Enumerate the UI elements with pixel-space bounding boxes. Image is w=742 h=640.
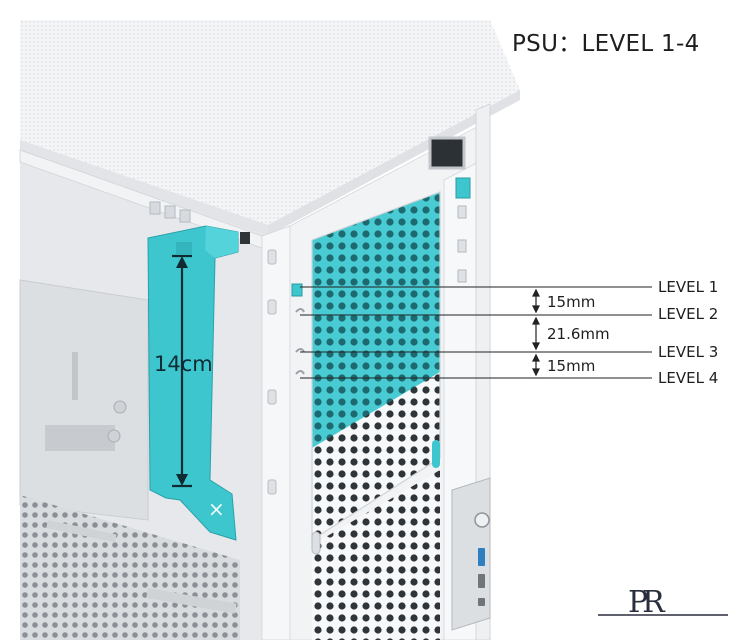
bracket-slot	[72, 352, 78, 400]
front-fan-mesh	[312, 192, 440, 540]
top-panel-edge	[20, 140, 268, 236]
frame-slot	[457, 269, 467, 283]
frame-tab	[179, 209, 191, 223]
psu-bracket-level-2	[295, 308, 305, 313]
frame-slot	[457, 239, 467, 253]
frame-tab	[164, 205, 176, 219]
arrow-up-icon	[176, 256, 188, 268]
psu-length-label: 14cm	[154, 352, 213, 376]
power-button-icon	[474, 512, 490, 528]
floor-rail	[146, 588, 237, 614]
level-3-label: LEVEL 3	[658, 343, 719, 361]
bezel-slot	[311, 531, 321, 555]
usb-port-icon	[478, 548, 485, 566]
psu-bracket-level-1	[291, 283, 303, 297]
floor-rail	[46, 520, 117, 543]
drive-cage	[19, 279, 149, 521]
psu-bracket-level-4	[295, 370, 305, 375]
pillar-slot	[267, 299, 277, 315]
frame-slot	[457, 205, 467, 219]
arrow-down-icon	[176, 474, 188, 486]
level-4-label: LEVEL 4	[658, 369, 719, 387]
pillar-slot	[267, 389, 277, 405]
front-pillar	[261, 225, 291, 640]
psu-bracket-vent	[176, 242, 192, 254]
page-title: PSU：LEVEL 1-4	[512, 31, 700, 57]
pillar-slot	[267, 249, 277, 265]
bracket-screw-hole	[240, 232, 250, 244]
lower-front-mesh	[312, 470, 440, 640]
psu-bracket-level-3	[295, 348, 305, 353]
spacing-3-label: 15mm	[547, 357, 596, 375]
psu-bracket-top-tab	[205, 226, 238, 258]
spacing-arrows	[532, 288, 540, 377]
frame-tab	[149, 201, 161, 215]
top-panel	[20, 20, 520, 225]
spacing-2-label: 21.6mm	[547, 325, 610, 343]
screw	[113, 400, 127, 414]
level-2-label: LEVEL 2	[658, 305, 719, 323]
usb-c-port-icon	[478, 574, 485, 588]
level-1-label: LEVEL 1	[658, 278, 719, 296]
drive-slot	[45, 425, 115, 451]
cyan-slot	[432, 440, 440, 468]
brand-logo: PR	[628, 585, 665, 620]
screw	[107, 429, 121, 443]
cyan-tab	[455, 177, 471, 199]
top-io-cutout	[428, 136, 466, 170]
spacing-1-label: 15mm	[547, 293, 596, 311]
audio-jack-icon	[478, 598, 485, 606]
top-panel-front-edge	[268, 90, 520, 236]
pillar-slot	[267, 479, 277, 495]
x-mark-icon: ×	[208, 497, 225, 521]
